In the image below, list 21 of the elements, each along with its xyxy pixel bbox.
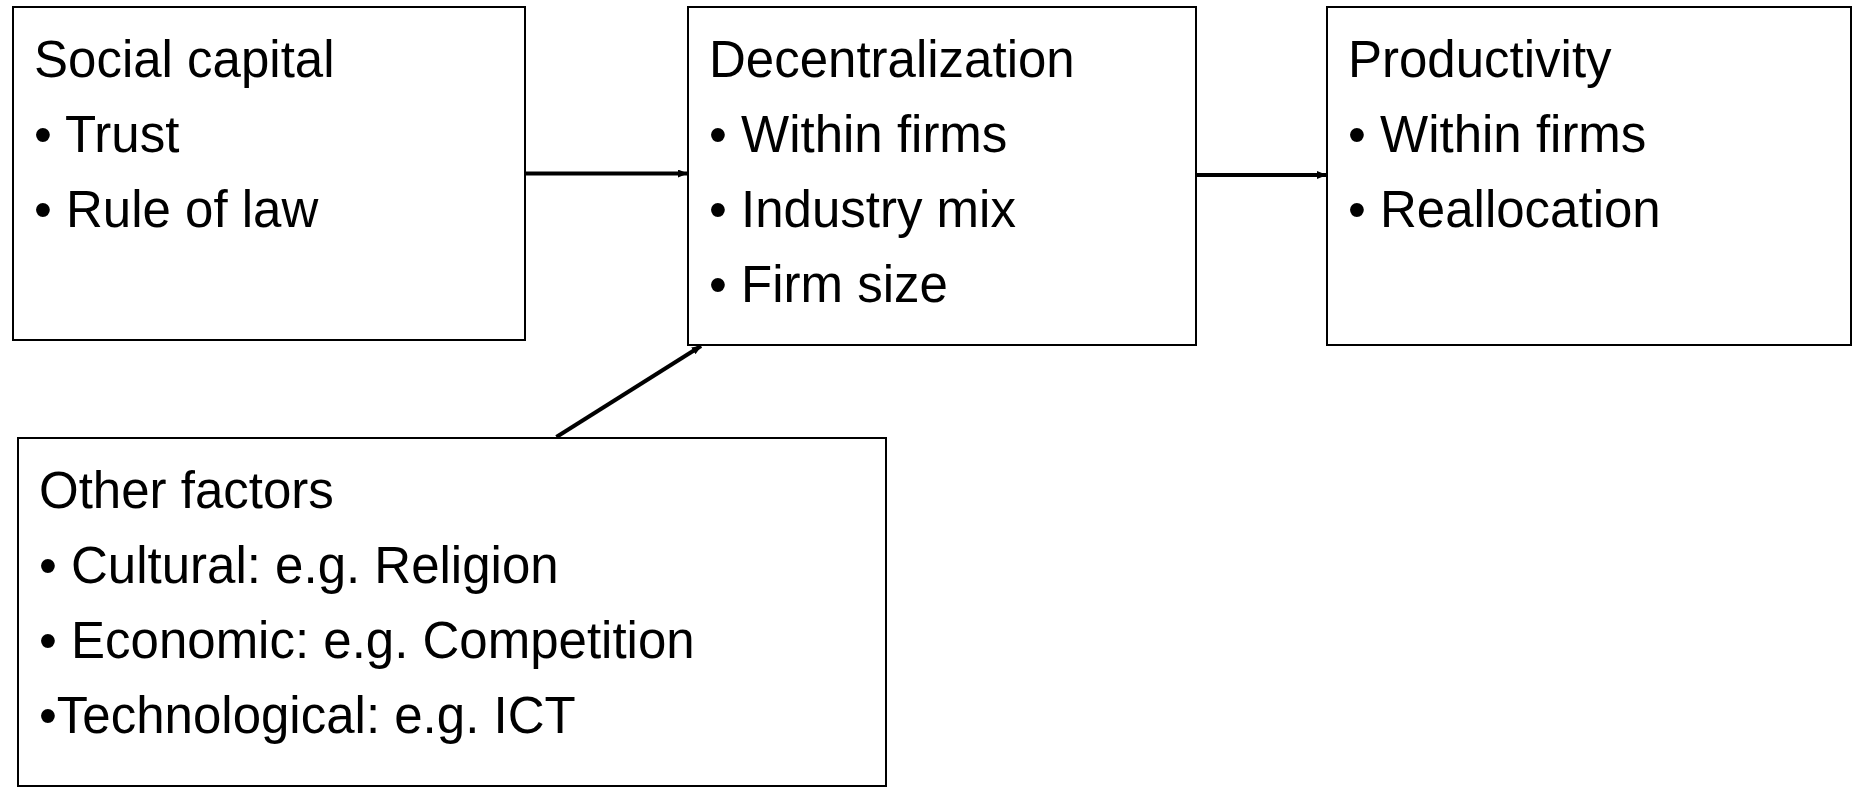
bullet-item: • Cultural: e.g. Religion (39, 536, 559, 596)
arrow (1197, 171, 1327, 179)
box-heading: Social capital (34, 30, 335, 90)
bullet-item: • Rule of law (34, 180, 319, 240)
box-heading: Productivity (1348, 30, 1612, 90)
bullet-item: • Economic: e.g. Competition (39, 611, 695, 671)
text-box (17, 437, 887, 787)
bullet-item: • Industry mix (709, 180, 1016, 240)
box-heading: Decentralization (709, 30, 1075, 90)
arrow (526, 169, 688, 178)
bullet-item: • Reallocation (1348, 180, 1661, 240)
bullet-item: • Within firms (709, 105, 1008, 165)
bullet-item: •Technological: e.g. ICT (39, 686, 576, 746)
arrow (555, 344, 703, 439)
bullet-item: • Trust (34, 105, 180, 165)
text-box (687, 6, 1197, 346)
bullet-item: • Firm size (709, 255, 948, 315)
text-box (12, 6, 526, 341)
box-heading: Other factors (39, 461, 334, 521)
text-box (1326, 6, 1852, 346)
bullet-item: • Within firms (1348, 105, 1647, 165)
